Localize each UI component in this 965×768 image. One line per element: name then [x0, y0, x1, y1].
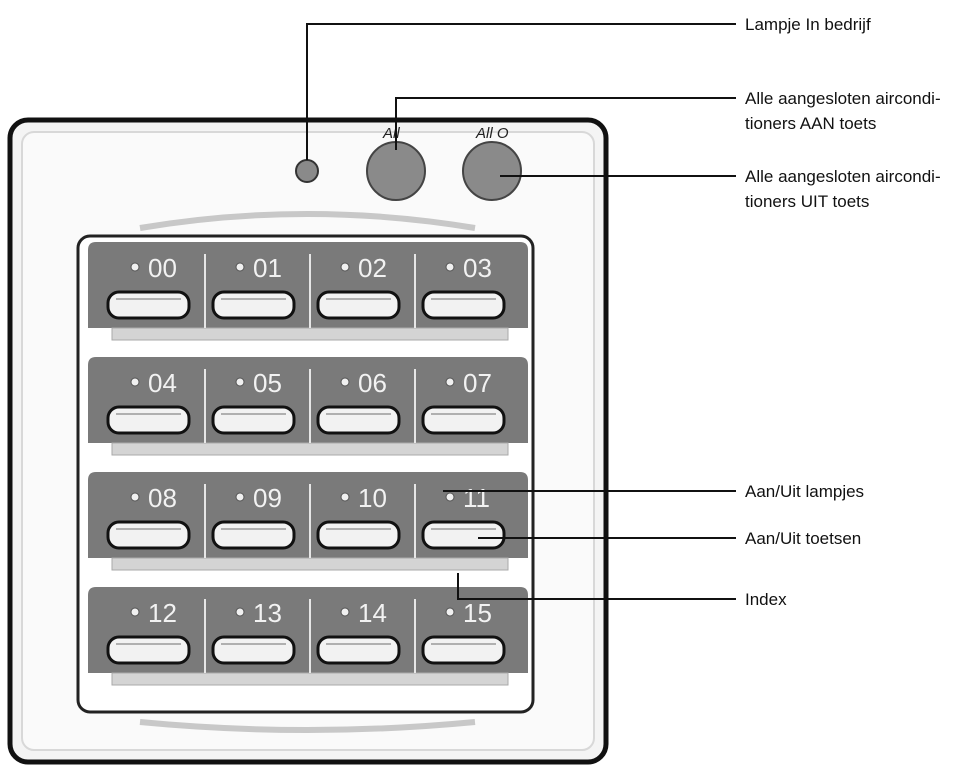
onoff-lamp	[130, 377, 140, 387]
onoff-lamp	[235, 607, 245, 617]
onoff-key[interactable]	[316, 635, 401, 665]
onoff-key[interactable]	[316, 520, 401, 550]
grid-bottom-arc	[139, 719, 476, 733]
onoff-key[interactable]	[211, 635, 296, 665]
leader-all-on	[395, 97, 736, 150]
index-strip	[111, 327, 509, 341]
onoff-key[interactable]	[106, 635, 191, 665]
all-off-label: All O	[475, 125, 509, 142]
onoff-key[interactable]	[211, 405, 296, 435]
onoff-lamp	[130, 492, 140, 502]
operation-lamp	[295, 159, 319, 183]
index-strip	[111, 672, 509, 686]
unit-index-label: 14	[358, 598, 387, 628]
button-row: 12 13 14 15	[88, 587, 528, 686]
onoff-lamp	[130, 262, 140, 272]
onoff-key[interactable]	[421, 635, 506, 665]
onoff-lamp	[445, 377, 455, 387]
onoff-lamp	[445, 262, 455, 272]
callout-onoff-keys: Aan/Uit toetsen	[745, 529, 861, 548]
onoff-key[interactable]	[106, 520, 191, 550]
onoff-lamp	[340, 607, 350, 617]
button-grid: 00 01 02 03 04 05 06 07 08 09 10 11 12 13 14 15	[88, 242, 528, 686]
onoff-lamp	[340, 492, 350, 502]
unit-index-label: 09	[253, 483, 282, 513]
row-band	[88, 587, 528, 673]
row-band	[88, 242, 528, 328]
callout-onoff-lamps: Aan/Uit lampjes	[745, 482, 864, 501]
unit-index-label: 05	[253, 368, 282, 398]
onoff-lamp	[235, 262, 245, 272]
unit-index-label: 07	[463, 368, 492, 398]
onoff-lamp	[445, 492, 455, 502]
onoff-lamp	[235, 377, 245, 387]
unit-index-label: 06	[358, 368, 387, 398]
unit-index-label: 02	[358, 253, 387, 283]
onoff-key[interactable]	[211, 520, 296, 550]
onoff-lamp	[130, 607, 140, 617]
leader-index	[457, 573, 736, 600]
unit-index-label: 15	[463, 598, 492, 628]
callouts: Lampje In bedrijf Alle aangesloten airco…	[306, 15, 945, 609]
onoff-lamp	[235, 492, 245, 502]
grid-top-arc	[139, 211, 476, 231]
onoff-key[interactable]	[211, 290, 296, 320]
button-row: 00 01 02 03	[88, 242, 528, 341]
unit-index-label: 04	[148, 368, 177, 398]
all-on-label: All	[382, 125, 400, 142]
onoff-key[interactable]	[421, 405, 506, 435]
row-band	[88, 472, 528, 558]
button-row: 08 09 10 11	[88, 472, 528, 571]
index-strip	[111, 557, 509, 571]
all-off-button[interactable]	[462, 141, 522, 201]
all-on-button[interactable]	[366, 141, 426, 201]
onoff-key[interactable]	[316, 405, 401, 435]
unit-index-label: 03	[463, 253, 492, 283]
callout-operation-lamp: Lampje In bedrijf	[745, 15, 871, 34]
unit-index-label: 11	[463, 483, 490, 513]
callout-index: Index	[745, 590, 787, 609]
button-row: 04 05 06 07	[88, 357, 528, 456]
unit-index-label: 10	[358, 483, 387, 513]
onoff-key[interactable]	[106, 405, 191, 435]
unit-index-label: 13	[253, 598, 282, 628]
onoff-key[interactable]	[106, 290, 191, 320]
unit-index-label: 00	[148, 253, 177, 283]
unit-index-label: 01	[253, 253, 282, 283]
onoff-lamp	[340, 262, 350, 272]
leader-operation-lamp	[306, 23, 736, 160]
index-strip	[111, 442, 509, 456]
onoff-key[interactable]	[421, 520, 506, 550]
callout-all-on: Alle aangesloten aircondi- tioners AAN t…	[745, 89, 945, 133]
onoff-key[interactable]	[421, 290, 506, 320]
onoff-lamp	[340, 377, 350, 387]
unit-index-label: 08	[148, 483, 177, 513]
unit-index-label: 12	[148, 598, 177, 628]
onoff-lamp	[445, 607, 455, 617]
row-band	[88, 357, 528, 443]
onoff-key[interactable]	[316, 290, 401, 320]
callout-all-off: Alle aangesloten aircondi- tioners UIT t…	[745, 167, 945, 211]
